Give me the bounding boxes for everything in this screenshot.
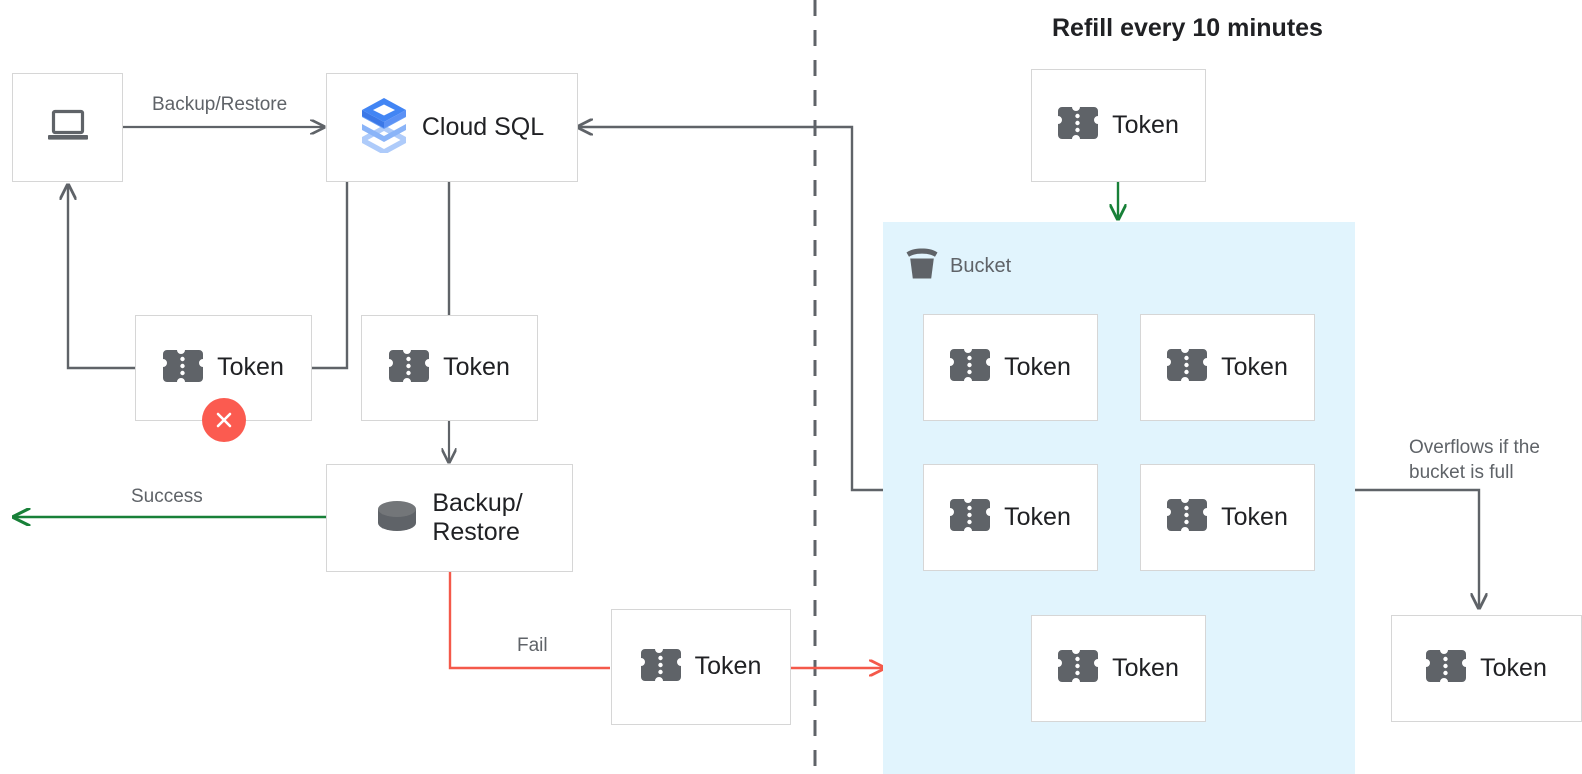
edge-label-overflow: Overflows if the bucket is full (1409, 437, 1540, 484)
node-token-bucket-1[interactable]: Token (923, 314, 1098, 421)
error-badge (202, 398, 246, 442)
node-label: Token (1004, 352, 1071, 381)
bucket-label: Bucket (950, 255, 1012, 277)
bucket-icon (905, 248, 939, 285)
node-token-refill[interactable]: Token (1031, 69, 1206, 182)
edge-label-fail: Fail (517, 635, 548, 656)
token-icon (389, 349, 430, 387)
token-icon (1167, 499, 1208, 536)
bucket-header: Bucket (905, 248, 1011, 285)
close-icon (216, 412, 232, 428)
cloud-sql-icon (360, 97, 408, 158)
node-label: Backup/ Restore (432, 488, 523, 547)
token-icon (1426, 650, 1467, 687)
database-icon (376, 500, 418, 537)
node-token-bucket-4[interactable]: Token (1140, 464, 1315, 571)
node-token-request[interactable]: Token (361, 315, 538, 421)
node-backup-restore[interactable]: Backup/ Restore (326, 464, 573, 572)
edge-tokenfailed-to-client (68, 185, 135, 370)
node-label: Token (1480, 653, 1547, 682)
node-label: Token (1112, 653, 1179, 682)
node-label: Token (1221, 502, 1288, 531)
node-label: Token (694, 652, 762, 681)
node-token-fail[interactable]: Token (611, 609, 791, 725)
node-cloud-sql[interactable]: Cloud SQL (326, 73, 578, 182)
laptop-icon (47, 108, 89, 147)
node-label: Token (443, 353, 510, 382)
node-label: Token (1004, 502, 1071, 531)
token-icon (950, 499, 991, 536)
token-icon (1167, 349, 1208, 386)
node-label: Cloud SQL (421, 112, 545, 141)
node-label: Token (217, 353, 284, 382)
page-title: Refill every 10 minutes (1052, 14, 1323, 42)
node-client[interactable] (12, 73, 123, 182)
edge-backup-fail (448, 572, 610, 670)
edge-label-backup-restore: Backup/Restore (152, 94, 288, 115)
node-token-overflow[interactable]: Token (1391, 615, 1582, 722)
token-icon (1058, 107, 1099, 144)
token-icon (163, 349, 204, 387)
node-token-bucket-3[interactable]: Token (923, 464, 1098, 571)
edge-cloudsql-to-tokenfailed (312, 182, 349, 370)
token-icon (1058, 650, 1099, 687)
token-icon (950, 349, 991, 386)
edge-label-success: Success (131, 486, 203, 507)
edge-bucket-overflow (1355, 488, 1479, 608)
node-token-bucket-5[interactable]: Token (1031, 615, 1206, 722)
edge-bucket-to-cloudsql (578, 127, 884, 492)
node-label: Token (1112, 110, 1179, 139)
token-icon (640, 648, 681, 686)
node-token-bucket-2[interactable]: Token (1140, 314, 1315, 421)
node-label: Token (1221, 352, 1288, 381)
